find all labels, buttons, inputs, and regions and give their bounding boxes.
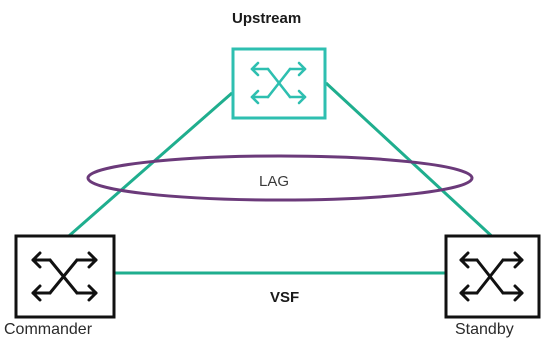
commander-switch — [14, 234, 116, 319]
commander-label: Commander — [4, 321, 93, 338]
link-upstream-commander — [61, 91, 233, 244]
standby-switch — [444, 234, 541, 319]
lag-label: LAG — [259, 173, 290, 190]
upstream-label: Upstream — [232, 10, 302, 27]
lag-ellipse — [86, 154, 474, 202]
standby-label: Standby — [455, 321, 514, 338]
switch-arrows-icon — [459, 251, 524, 302]
upstream-switch — [231, 47, 327, 120]
vsf-label: VSF — [270, 289, 300, 306]
switch-arrows-icon — [31, 251, 98, 302]
switch-arrows-icon — [250, 61, 307, 105]
